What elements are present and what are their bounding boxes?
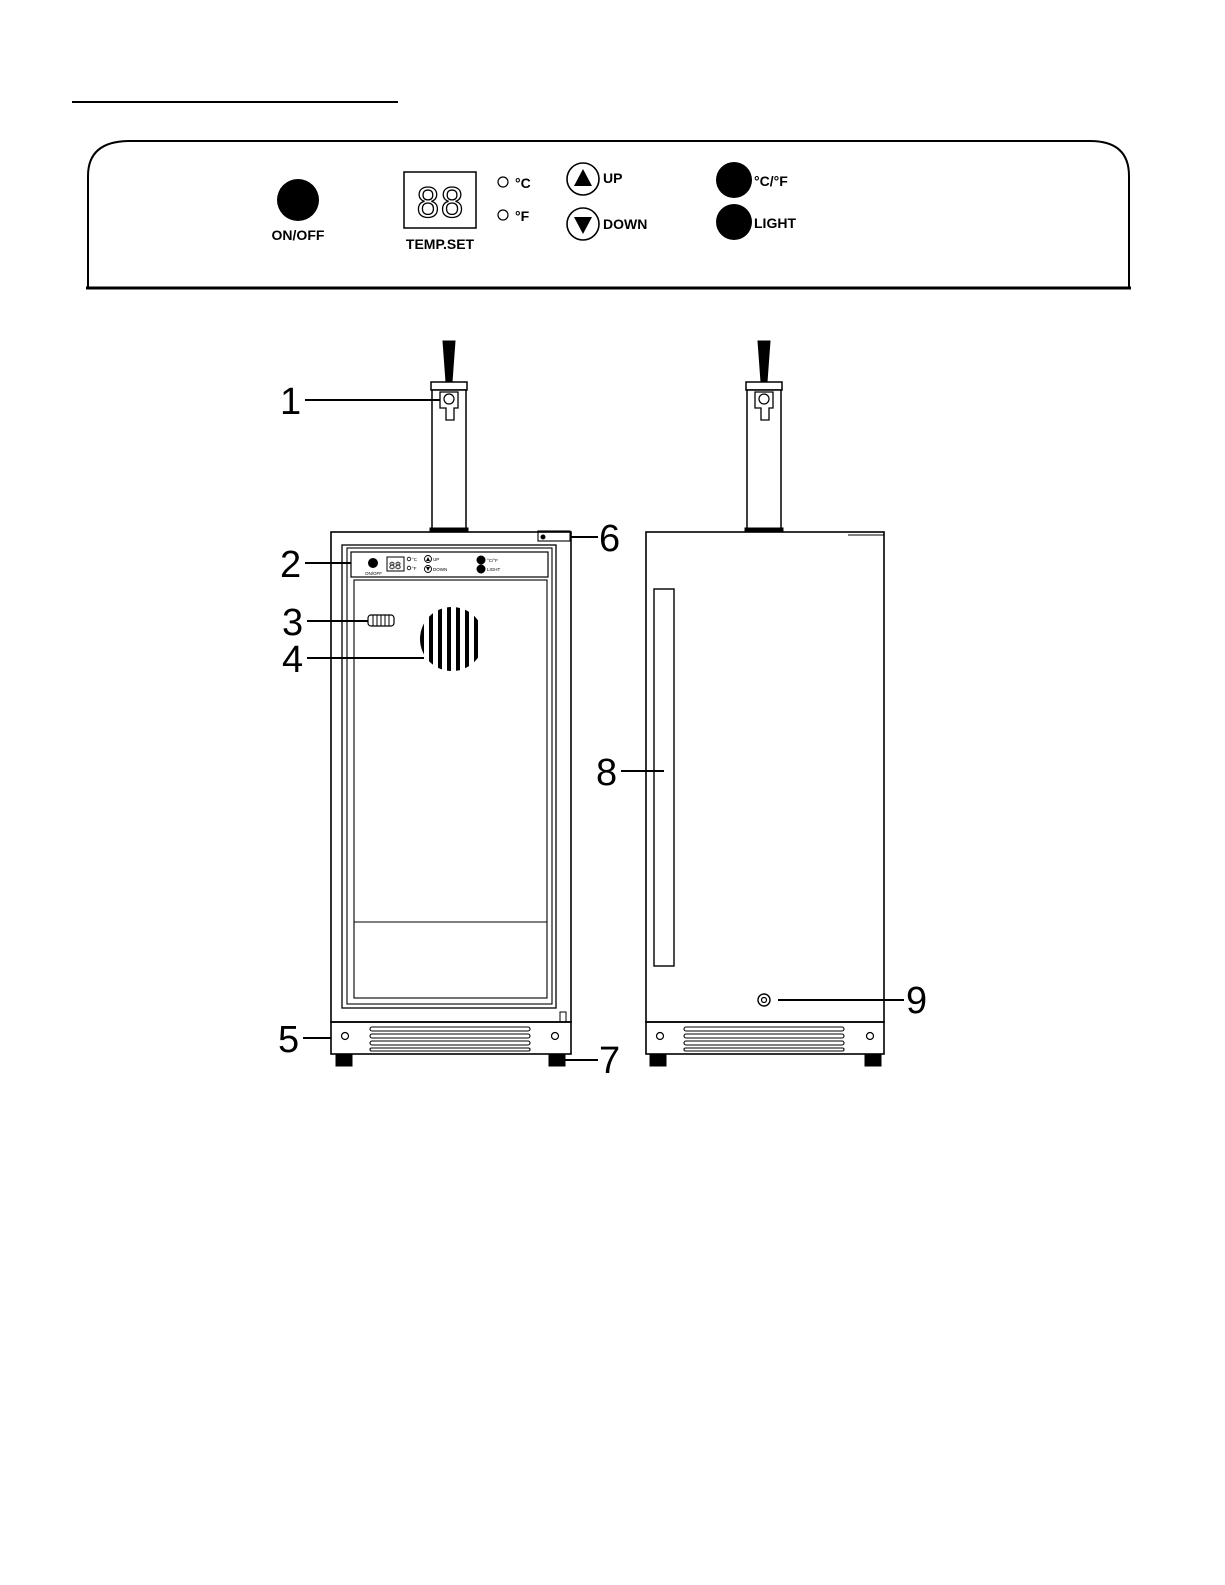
fan-slat	[420, 607, 424, 671]
fahrenheit-indicator-icon	[498, 210, 508, 220]
callout-numbers: 1 2 3 4 5 6 7 8 9	[278, 381, 927, 1082]
grille-screw-right	[552, 1033, 559, 1040]
fan-slat	[465, 607, 469, 671]
fan-slat	[438, 607, 442, 671]
vent-slots-front	[370, 1027, 530, 1051]
light-button[interactable]	[716, 204, 752, 240]
vent-slot	[370, 1048, 530, 1051]
on-off-button[interactable]	[277, 179, 319, 221]
down-label: DOWN	[603, 216, 647, 232]
callout-5: 5	[278, 1019, 299, 1061]
callout-2: 2	[280, 544, 301, 586]
cabinet-solid-door	[646, 532, 884, 1022]
cabinet-front	[331, 532, 571, 1022]
leveling-leg-left	[336, 1054, 352, 1066]
callout-7: 7	[599, 1040, 620, 1082]
mini-down-label: DOWN	[433, 567, 447, 572]
vent-slot	[684, 1041, 844, 1045]
grille-screw-left	[342, 1033, 349, 1040]
celsius-indicator-icon	[498, 177, 508, 187]
callout-1: 1	[280, 381, 301, 423]
up-label: UP	[603, 170, 622, 186]
fan-slat	[456, 607, 460, 671]
mini-light-button[interactable]	[477, 565, 485, 573]
callout-8: 8	[596, 752, 617, 794]
down-button[interactable]	[567, 208, 599, 240]
fan-slat	[447, 607, 451, 671]
tap-handle	[758, 341, 770, 382]
rear-view	[646, 341, 884, 1066]
mini-on-off-button[interactable]	[369, 559, 378, 568]
sensor-ribs	[373, 615, 389, 626]
kegerator-diagram: 1 2 3 4 5 6 7 8 9 ON/OFF 88 °C °F UP DOW…	[0, 300, 1225, 1100]
mini-fahrenheit-indicator-icon	[407, 566, 411, 570]
callout-4: 4	[282, 639, 303, 681]
vent-slot	[684, 1048, 844, 1051]
callout-3: 3	[282, 602, 303, 644]
front-view	[331, 341, 571, 1066]
callout-9: 9	[906, 980, 927, 1022]
leveling-leg-left	[650, 1054, 666, 1066]
temperature-display-digits: 88	[416, 181, 464, 227]
tap-collar	[746, 382, 782, 390]
leader-lines	[303, 400, 904, 1060]
fan-slat	[429, 607, 433, 671]
beer-tower-side	[745, 341, 783, 532]
grille-screw-right	[867, 1033, 874, 1040]
on-off-label: ON/OFF	[272, 227, 325, 243]
fan-slat	[474, 607, 478, 671]
mini-celsius-label: °C	[412, 557, 418, 562]
light-label: LIGHT	[754, 215, 796, 231]
mini-fahrenheit-label: °F	[412, 566, 417, 571]
temp-set-label: TEMP.SET	[406, 236, 475, 252]
mini-up-arrow-icon	[426, 557, 430, 561]
vent-slot	[370, 1041, 530, 1045]
up-button[interactable]	[567, 163, 599, 195]
fan-grille	[420, 607, 478, 671]
mini-light-label: LIGHT	[487, 567, 501, 572]
mini-unit-toggle-button[interactable]	[477, 556, 485, 564]
callout-6: 6	[599, 518, 620, 560]
mini-display-digits: 88	[389, 561, 401, 572]
mini-down-arrow-icon	[426, 567, 430, 571]
fahrenheit-indicator-label: °F	[515, 208, 530, 224]
control-panel-diagram: ON/OFF 88 TEMP.SET °C °F UP DOWN °C/°F L…	[0, 0, 1225, 300]
vent-slot	[370, 1034, 530, 1038]
tap-handle	[443, 341, 455, 382]
tap-collar	[431, 382, 467, 390]
vent-slot	[370, 1027, 530, 1031]
door-handle	[654, 589, 674, 966]
door-lock	[541, 535, 545, 539]
leveling-leg-right	[549, 1054, 565, 1066]
hinge-bottom	[560, 1012, 566, 1022]
control-panel-outline	[88, 141, 1129, 288]
door-lock-outer	[758, 994, 770, 1006]
grille-screw-left	[657, 1033, 664, 1040]
mini-up-label: UP	[433, 557, 439, 562]
unit-toggle-label: °C/°F	[754, 173, 788, 189]
celsius-indicator-label: °C	[515, 175, 531, 191]
mini-celsius-indicator-icon	[407, 557, 411, 561]
leveling-leg-right	[865, 1054, 881, 1066]
vent-slot	[684, 1034, 844, 1038]
mini-unit-toggle-label: °C/°F	[487, 558, 498, 563]
vent-slots-side	[684, 1027, 844, 1051]
door-lock-inner	[762, 998, 767, 1003]
unit-toggle-button[interactable]	[716, 162, 752, 198]
mini-on-off-label: ON/OFF	[365, 571, 382, 576]
vent-slot	[684, 1027, 844, 1031]
beer-tower-front	[430, 341, 468, 532]
